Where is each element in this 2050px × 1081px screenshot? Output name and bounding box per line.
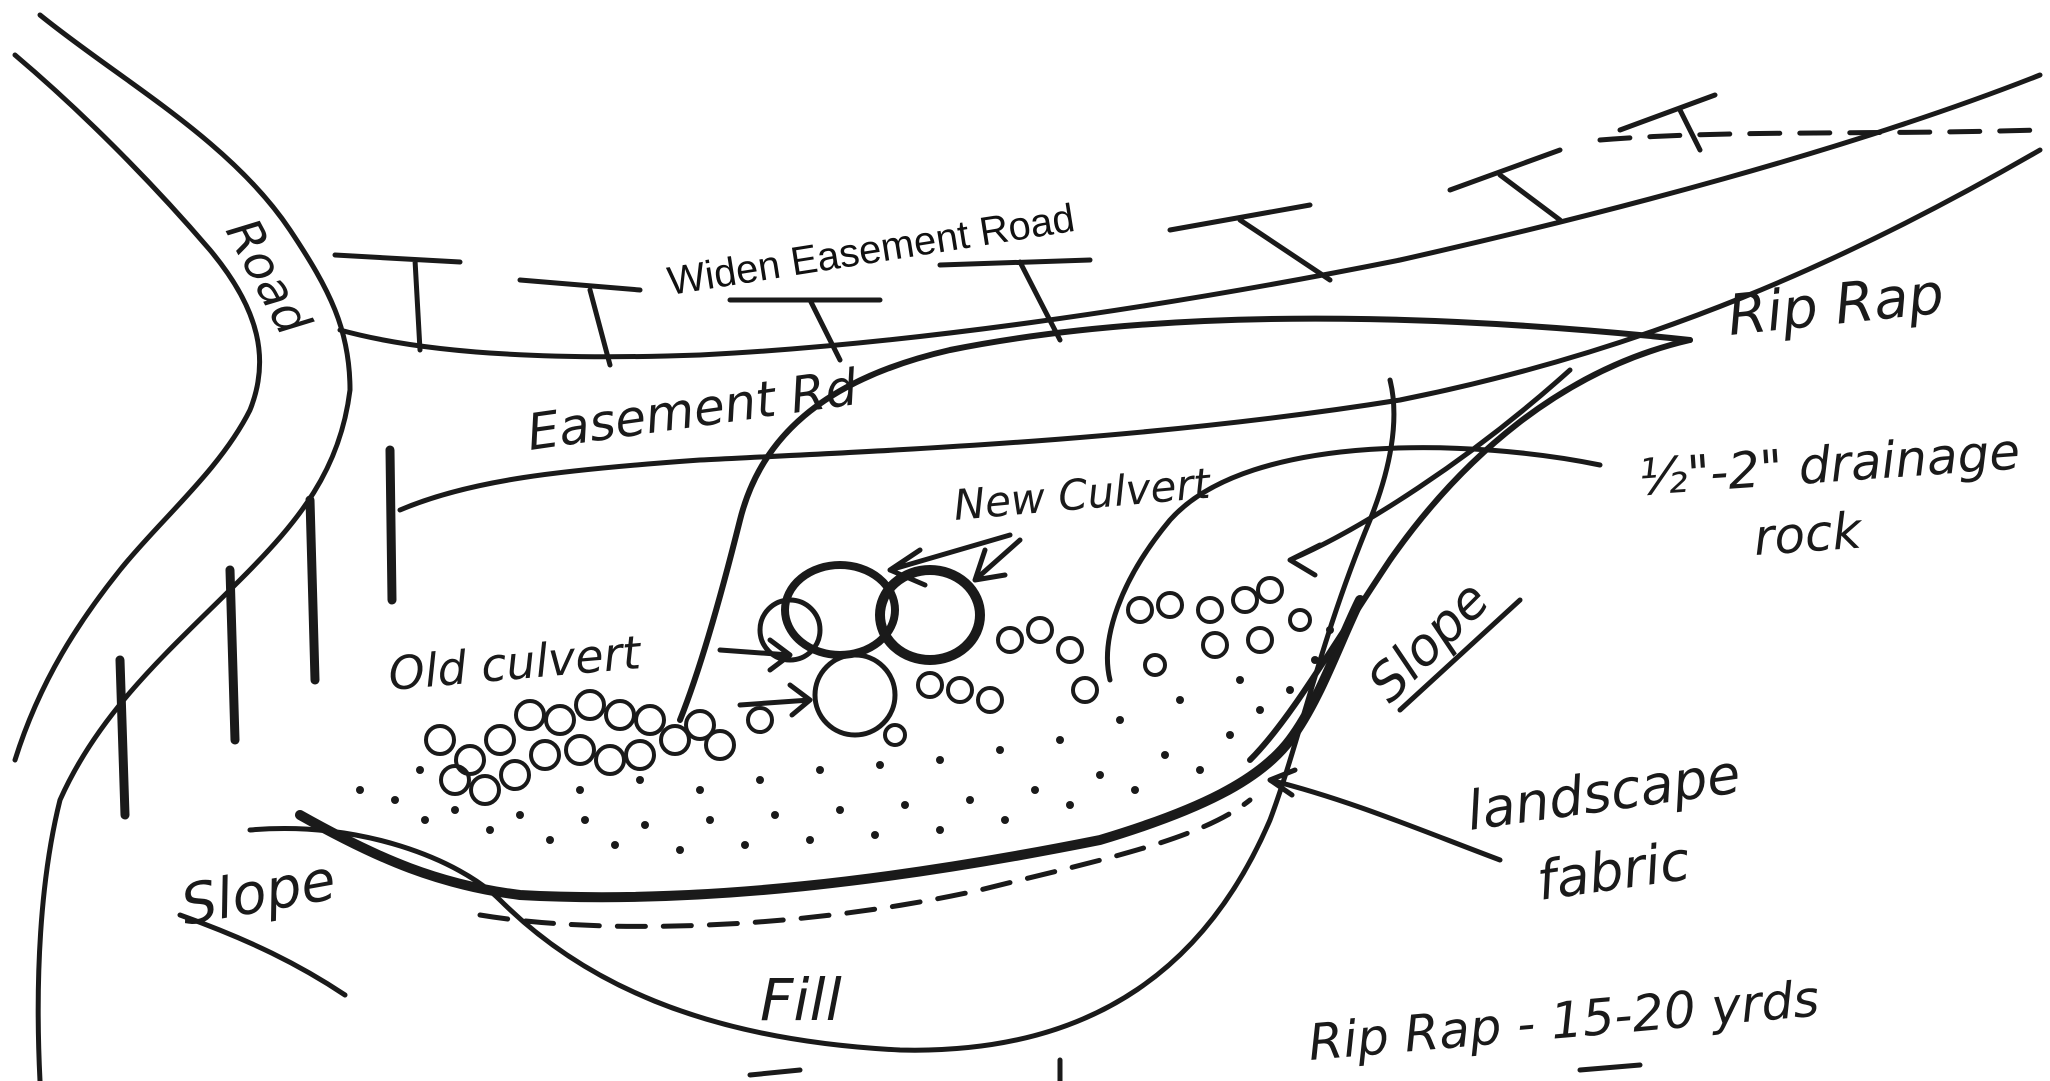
bottom-partial-marks: [750, 1060, 1640, 1081]
quantity-rip-rap-label: Rip Rap - 15-20 yrds: [1306, 970, 1821, 1072]
fence-posts: [120, 450, 392, 815]
new-culvert-label: New Culvert: [952, 459, 1214, 530]
easement-rd-label: Easement Rd: [524, 358, 861, 462]
road-outline: [15, 15, 350, 1081]
drainage-rock-label-1: ½"-2" drainage: [1637, 422, 2022, 506]
landscape-fabric-label-2: fabric: [1533, 829, 1694, 913]
slope-left-label: Slope: [176, 848, 340, 939]
landscape-fabric-label-1: landscape: [1463, 742, 1744, 843]
new-culvert-pipes: [760, 565, 980, 735]
slope-right-label: Slope: [1357, 570, 1501, 714]
old-culvert-label: Old culvert: [386, 625, 644, 701]
drainage-rock-pebbles: [426, 578, 1310, 804]
fill-label: Fill: [760, 966, 842, 1034]
drainage-rock-label-2: rock: [1752, 501, 1865, 567]
rip-rap-label: Rip Rap: [1725, 262, 1947, 349]
title-text: Widen Easement Road: [665, 196, 1078, 304]
